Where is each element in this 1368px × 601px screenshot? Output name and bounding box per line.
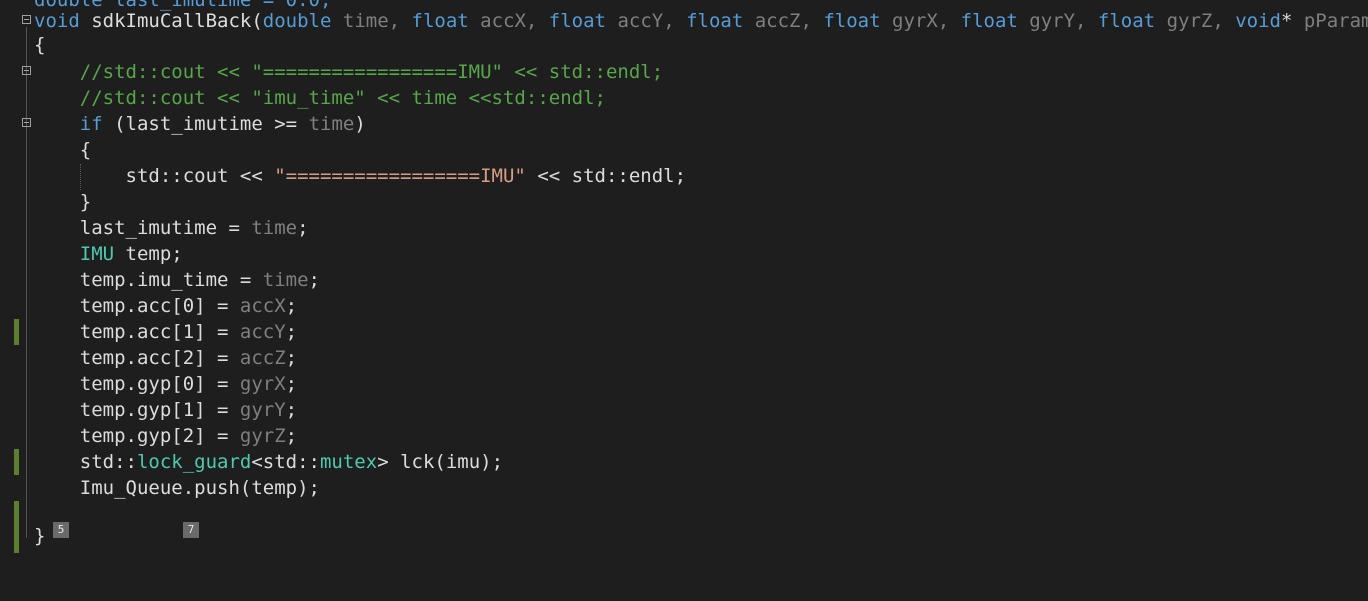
code-line[interactable]: temp.acc[0] = accX; bbox=[0, 293, 1368, 345]
token-expression: > lck(imu); bbox=[377, 451, 504, 473]
token-expression: temp.gyp[1] = bbox=[34, 399, 240, 421]
token-expression: std::cout << bbox=[34, 165, 275, 187]
change-marker bbox=[14, 319, 19, 345]
change-marker bbox=[14, 501, 19, 553]
code-line[interactable]: temp.gyp[2] = gyrZ; bbox=[0, 423, 1368, 475]
token-parameter: accZ, bbox=[743, 10, 824, 32]
token-comment: //std::cout << "=================IMU" <<… bbox=[34, 61, 664, 83]
token-keyword: double last_imutime = 0.0; bbox=[34, 0, 332, 11]
token-parameter: accY, bbox=[606, 10, 687, 32]
code-line[interactable]: } bbox=[0, 189, 1368, 215]
token-keyword: void bbox=[1235, 10, 1281, 32]
code-line[interactable]: temp.gyp[1] = gyrY; bbox=[0, 397, 1368, 423]
token-parameter: gyrY bbox=[239, 399, 286, 421]
code-line-comment[interactable]: //std::cout << "imu_time" << time <<std:… bbox=[0, 85, 1368, 111]
code-line[interactable]: } bbox=[0, 523, 1368, 549]
token-comment: //std::cout << "imu_time" << time <<std:… bbox=[34, 87, 606, 109]
code-line-function-signature[interactable]: void sdkImuCallBack(double time, float a… bbox=[0, 8, 1368, 34]
token-parameter: accX bbox=[239, 295, 286, 317]
code-line[interactable]: double last_imutime = 0.0; bbox=[0, 0, 1368, 13]
fold-collapse-icon[interactable] bbox=[22, 118, 31, 127]
token-parameter: accZ bbox=[239, 347, 286, 369]
token-punct: ; bbox=[285, 425, 298, 447]
token-keyword: float bbox=[960, 10, 1018, 32]
code-line-cout[interactable]: std::cout << "=================IMU" << s… bbox=[0, 163, 1368, 189]
token-expression: temp.acc[2] = bbox=[34, 347, 240, 369]
indent-guide-if bbox=[80, 164, 81, 190]
token-punct: } bbox=[34, 525, 46, 547]
token-string: "=================IMU" bbox=[274, 165, 526, 187]
token-parameter: gyrX, bbox=[880, 10, 961, 32]
token-punct: ; bbox=[308, 269, 320, 291]
token-parameter: gyrZ, bbox=[1155, 10, 1236, 32]
token-punct: ; bbox=[285, 321, 298, 343]
token-expression: temp.gyp[0] = bbox=[34, 373, 240, 395]
fold-collapse-icon[interactable] bbox=[22, 15, 31, 24]
token-parameter: accX, bbox=[468, 10, 549, 32]
token-expression: temp.acc[1] = bbox=[34, 321, 240, 343]
token-expression: std:: bbox=[34, 451, 137, 473]
token-punct: } bbox=[34, 191, 92, 213]
code-line[interactable]: temp.acc[1] = accY; bbox=[0, 319, 1368, 345]
code-line-if[interactable]: if (last_imutime >= time) bbox=[0, 111, 1368, 137]
token-expression: Imu_Queue.push(temp); bbox=[34, 477, 320, 499]
token-punct: ) bbox=[354, 113, 366, 135]
token-keyword: float bbox=[548, 10, 606, 32]
inline-hint-badge[interactable]: 5 bbox=[53, 522, 69, 538]
token-identifier: sdkImuCallBack( bbox=[79, 10, 263, 32]
token-indent bbox=[34, 113, 80, 135]
token-punct: ; bbox=[285, 373, 298, 395]
token-parameter: gyrZ bbox=[239, 425, 286, 447]
token-expression: << std::endl; bbox=[525, 165, 687, 187]
token-punct: { bbox=[34, 139, 92, 161]
token-keyword: float bbox=[686, 10, 744, 32]
token-punct: ; bbox=[285, 347, 298, 369]
token-punct: ; bbox=[285, 399, 298, 421]
change-marker bbox=[14, 449, 19, 475]
token-type: lock_guard bbox=[136, 451, 252, 473]
token-expression: (last_imutime >= bbox=[102, 113, 309, 135]
fold-collapse-icon[interactable] bbox=[22, 66, 31, 75]
fold-guide-function bbox=[26, 27, 27, 538]
inline-hint-badge[interactable]: 7 bbox=[183, 522, 199, 538]
token-punct: ; bbox=[285, 295, 298, 317]
token-keyword: float bbox=[1097, 10, 1156, 32]
token-expression: temp.gyp[2] = bbox=[34, 425, 240, 447]
token-punct: * bbox=[1280, 10, 1304, 32]
token-keyword: if bbox=[79, 113, 103, 135]
token-keyword: void bbox=[34, 10, 80, 32]
code-line[interactable]: temp.gyp[0] = gyrX; bbox=[0, 371, 1368, 397]
token-parameter: time bbox=[251, 217, 298, 239]
token-parameter: time, bbox=[331, 10, 412, 32]
token-expression: last_imutime = bbox=[34, 217, 252, 239]
code-line[interactable]: temp.imu_time = time; bbox=[0, 267, 1368, 293]
code-line[interactable]: { bbox=[0, 137, 1368, 163]
token-parameter: time bbox=[262, 269, 309, 291]
token-parameter: accY bbox=[239, 321, 286, 343]
code-line[interactable]: IMU temp; bbox=[0, 241, 1368, 267]
token-parameter: gyrY, bbox=[1017, 10, 1098, 32]
token-expression: temp; bbox=[114, 243, 183, 265]
token-parameter: pParam bbox=[1303, 10, 1368, 32]
token-punct: { bbox=[34, 34, 46, 56]
token-keyword: float bbox=[411, 10, 469, 32]
code-line-lock-guard[interactable]: std::lock_guard<std::mutex> lck(imu); bbox=[0, 449, 1368, 475]
code-editor[interactable]: double last_imutime = 0.0; void sdkImuCa… bbox=[0, 0, 1368, 553]
code-line[interactable]: { bbox=[0, 32, 1368, 58]
code-line-comment[interactable]: //std::cout << "=================IMU" <<… bbox=[0, 59, 1368, 85]
token-punct: ; bbox=[297, 217, 309, 239]
token-expression: temp.acc[0] = bbox=[34, 295, 240, 317]
code-line[interactable]: last_imutime = time; bbox=[0, 215, 1368, 241]
token-indent bbox=[34, 243, 80, 265]
token-type: IMU bbox=[79, 243, 115, 265]
token-expression: <std:: bbox=[251, 451, 320, 473]
code-line[interactable]: Imu_Queue.push(temp); bbox=[0, 475, 1368, 553]
code-line[interactable]: temp.acc[2] = accZ; bbox=[0, 345, 1368, 371]
token-keyword: double bbox=[262, 10, 332, 32]
token-type: mutex bbox=[319, 451, 378, 473]
token-parameter: time bbox=[308, 113, 355, 135]
token-parameter: gyrX bbox=[239, 373, 286, 395]
token-expression: temp.imu_time = bbox=[34, 269, 263, 291]
token-keyword: float bbox=[823, 10, 881, 32]
